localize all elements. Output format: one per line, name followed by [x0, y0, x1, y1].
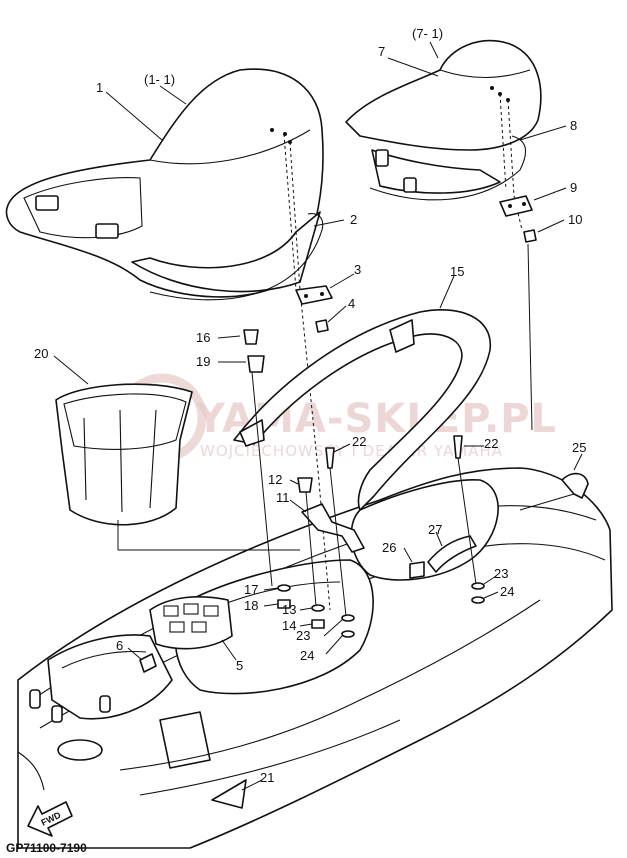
hull-deck: [17, 467, 613, 849]
callout-18: 18: [244, 598, 258, 613]
bracket: [301, 503, 365, 553]
tray: [149, 596, 233, 650]
callout-13: 13: [282, 602, 296, 617]
callout-26: 26: [382, 540, 396, 555]
callout-22-left: 22: [352, 434, 366, 449]
hardware: [139, 195, 589, 809]
callout-21: 21: [260, 770, 274, 785]
callout-10: 10: [568, 212, 582, 227]
watermark-subtitle: WOJCIECHOWSCY I DEALER YAMAHA: [200, 442, 503, 460]
callout-7: 7: [378, 44, 385, 59]
callout-27: 27: [428, 522, 442, 537]
callout-3: 3: [354, 262, 361, 277]
leader-lines: [53, 41, 583, 791]
callout-12: 12: [268, 472, 282, 487]
storage-bin: [55, 383, 193, 526]
callout-16: 16: [196, 330, 210, 345]
callout-25: 25: [572, 440, 586, 455]
callout-24-right: 24: [500, 584, 514, 599]
front-hook-line: [289, 141, 331, 611]
callout-8: 8: [570, 118, 577, 133]
diagram-code: GP71100-7190: [6, 841, 87, 855]
callout-11: 11: [276, 490, 290, 505]
ref-seat-rear: (7- 1): [412, 26, 443, 41]
ref-seat-front: (1- 1): [144, 72, 175, 87]
callout-4: 4: [348, 296, 355, 311]
front-hook-line-2: [283, 133, 297, 291]
callout-9: 9: [570, 180, 577, 195]
callout-6: 6: [116, 638, 123, 653]
callout-23-right: 23: [494, 566, 508, 581]
strap: [427, 535, 477, 573]
assembly-lines: [117, 243, 575, 617]
rear-seat: [345, 39, 542, 194]
front-seat: [5, 68, 324, 298]
callout-numbers: 1 2 3 4 5 6 7 8 9 10 11 12 13 14 15 16 1…: [34, 26, 586, 785]
callout-5: 5: [236, 658, 243, 673]
callout-24-center: 24: [300, 648, 314, 663]
callout-14: 14: [282, 618, 296, 633]
callout-1: 1: [96, 80, 103, 95]
front-seal: [149, 213, 324, 301]
callout-17: 17: [244, 582, 258, 597]
callout-22-right: 22: [484, 436, 498, 451]
callout-23-center: 23: [296, 628, 310, 643]
fwd-arrow: FWD: [27, 801, 73, 837]
rear-seal: [369, 135, 527, 201]
callout-20: 20: [34, 346, 48, 361]
callout-19: 19: [196, 354, 210, 369]
callout-15: 15: [450, 264, 464, 279]
callout-2: 2: [350, 212, 357, 227]
rear-hook-line-2: [499, 93, 507, 191]
rear-hook-line: [507, 99, 523, 231]
